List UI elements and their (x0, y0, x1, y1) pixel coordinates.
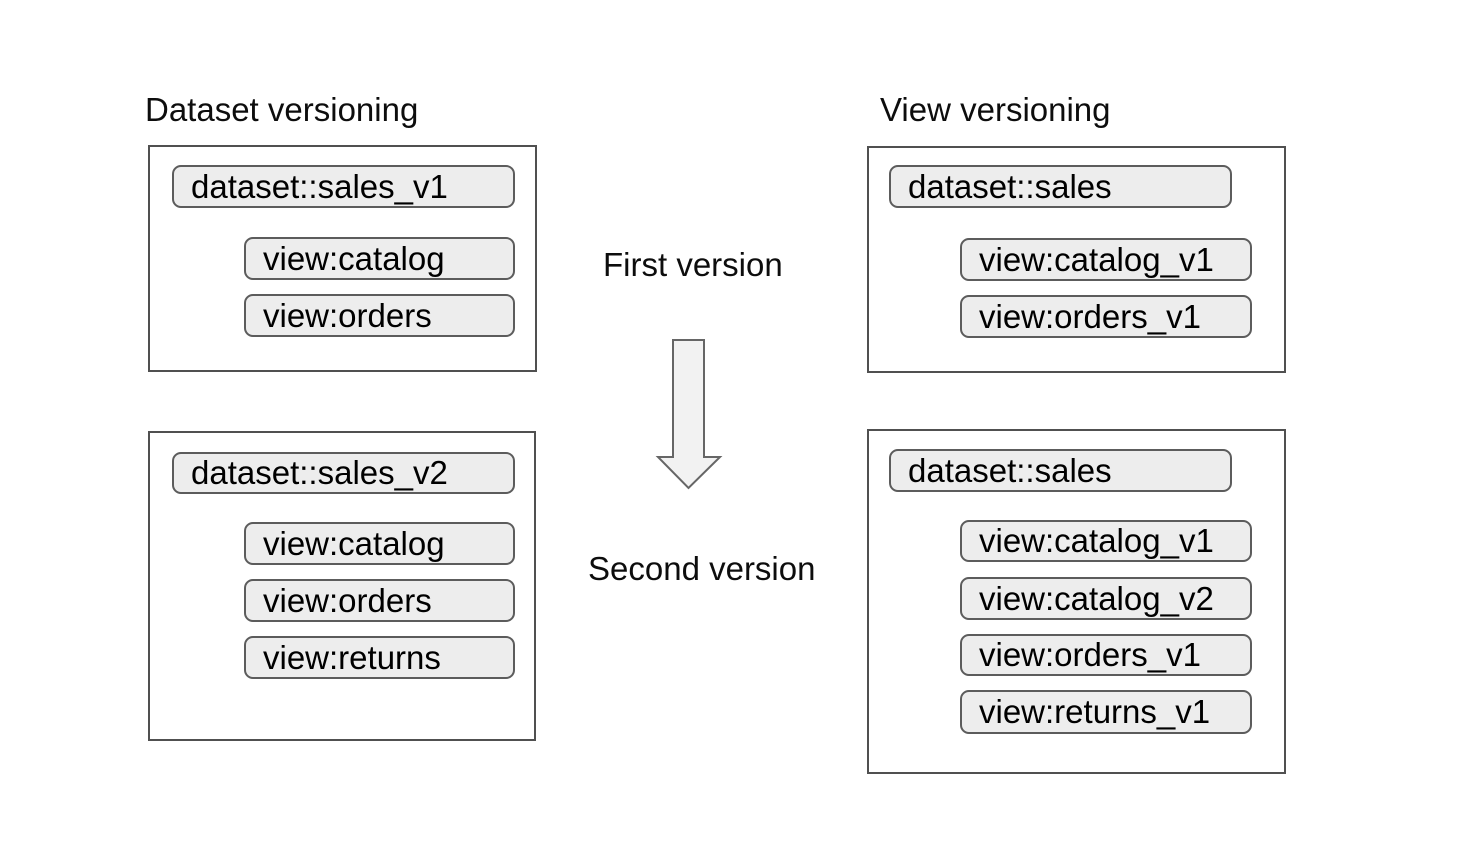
dataset-versioning-first-box: dataset::sales_v1 view:catalog view:orde… (148, 145, 537, 372)
view-pill: view:catalog_v2 (960, 577, 1252, 620)
view-pill: view:orders_v1 (960, 295, 1252, 338)
dataset-versioning-second-box: dataset::sales_v2 view:catalog view:orde… (148, 431, 536, 741)
dataset-pill: dataset::sales_v1 (172, 165, 515, 208)
view-pill: view:returns_v1 (960, 690, 1252, 734)
dataset-pill: dataset::sales_v2 (172, 452, 515, 494)
dataset-pill: dataset::sales (889, 449, 1232, 492)
first-version-label: First version (603, 246, 783, 283)
view-pill: view:orders (244, 294, 515, 337)
second-version-label: Second version (588, 550, 816, 587)
view-versioning-first-box: dataset::sales view:catalog_v1 view:orde… (867, 146, 1286, 373)
view-pill: view:catalog_v1 (960, 520, 1252, 562)
view-pill: view:orders_v1 (960, 634, 1252, 676)
dataset-versioning-title: Dataset versioning (145, 91, 419, 128)
view-versioning-second-box: dataset::sales view:catalog_v1 view:cata… (867, 429, 1286, 774)
view-pill: view:catalog_v1 (960, 238, 1252, 281)
view-pill: view:orders (244, 579, 515, 622)
view-versioning-title: View versioning (880, 91, 1111, 128)
down-arrow-icon (650, 335, 730, 495)
view-pill: view:returns (244, 636, 515, 679)
view-pill: view:catalog (244, 522, 515, 565)
view-pill: view:catalog (244, 237, 515, 280)
dataset-pill: dataset::sales (889, 165, 1232, 208)
